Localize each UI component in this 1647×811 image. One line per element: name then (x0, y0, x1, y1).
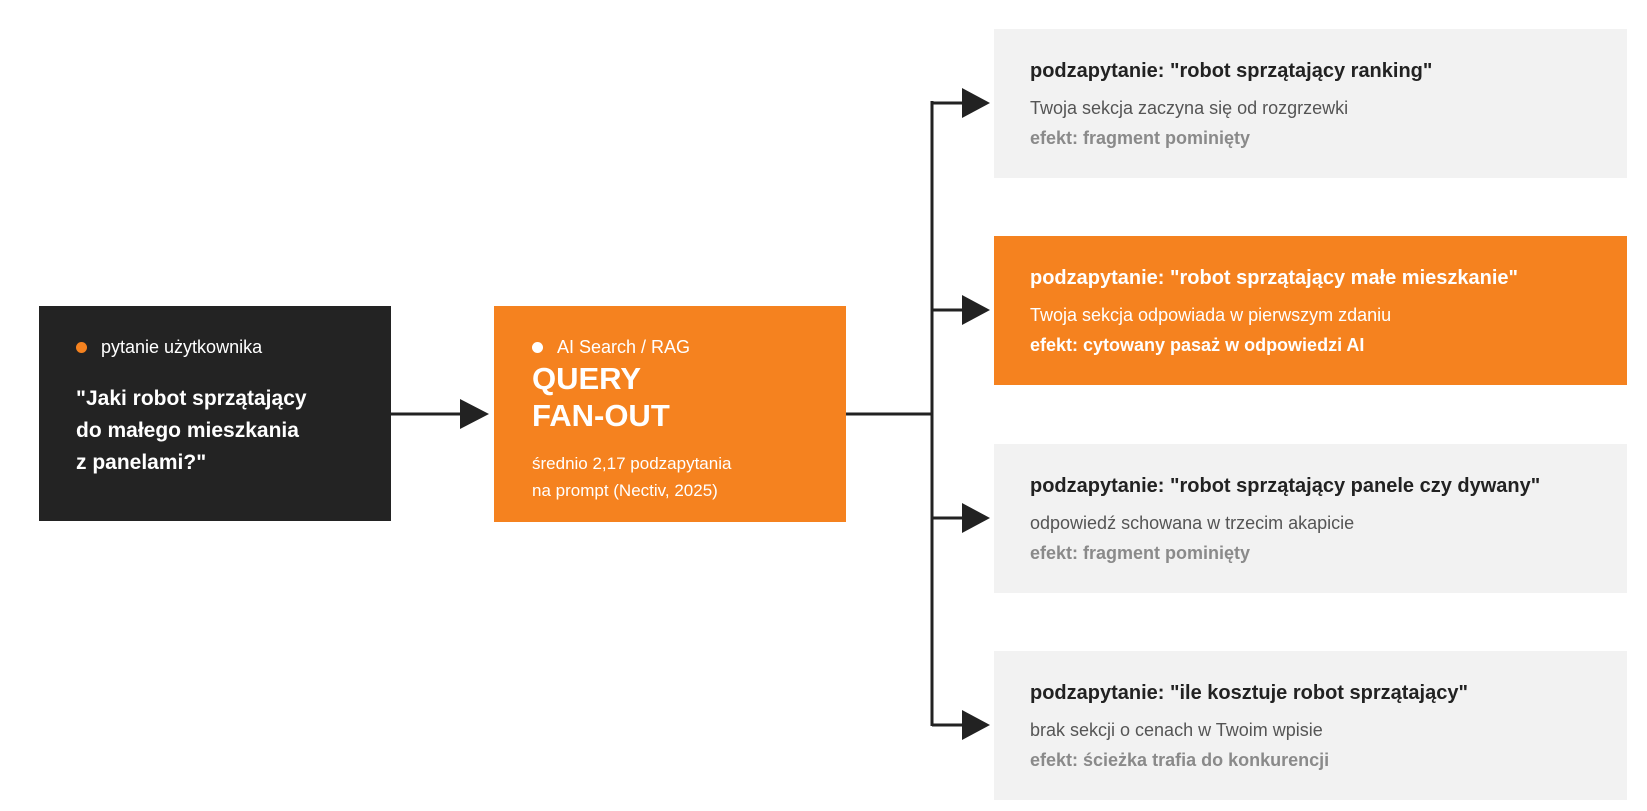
arrowhead-branch-2 (962, 295, 990, 325)
subquery-effect: efekt: fragment pominięty (1030, 543, 1251, 563)
user-question-tag-label: pytanie użytkownika (101, 337, 263, 357)
arrowhead-branch-3 (962, 503, 990, 533)
subquery-card-panels-or-carpets: podzapytanie: "robot sprzątający panele … (994, 444, 1627, 593)
user-question-box: pytanie użytkownika "Jaki robot sprzątaj… (39, 306, 391, 521)
subquery-description: brak sekcji o cenach w Twoim wpisie (1030, 720, 1323, 740)
subquery-description: odpowiedź schowana w trzecim akapicie (1030, 513, 1355, 533)
subquery-effect: efekt: cytowany pasaż w odpowiedzi AI (1030, 335, 1365, 355)
subquery-card-price: podzapytanie: "ile kosztuje robot sprząt… (994, 651, 1627, 800)
user-question-text: "Jaki robot sprzątający do małego mieszk… (76, 387, 307, 474)
subquery-title: podzapytanie: "robot sprzątający ranking… (1030, 60, 1433, 82)
subquery-effect: efekt: fragment pominięty (1030, 128, 1251, 148)
subquery-card-small-apartment: podzapytanie: "robot sprzątający małe mi… (994, 236, 1627, 385)
subquery-title: podzapytanie: "ile kosztuje robot sprząt… (1030, 682, 1468, 704)
subquery-effect: efekt: ścieżka trafia do konkurencji (1030, 750, 1330, 770)
subquery-description: Twoja sekcja odpowiada w pierwszym zdani… (1030, 305, 1392, 325)
arrowhead-branch-1 (962, 88, 990, 118)
subquery-card-ranking: podzapytanie: "robot sprzątający ranking… (994, 29, 1627, 178)
query-fanout-tag-label: AI Search / RAG (557, 337, 691, 357)
user-question-tag: pytanie użytkownika (76, 336, 354, 358)
bullet-dot-icon (532, 341, 543, 353)
arrowhead-to-fanout (460, 399, 489, 429)
query-fanout-tag: AI Search / RAG (532, 336, 808, 358)
arrowhead-branch-4 (962, 710, 990, 740)
query-fanout-title: QUERY FAN-OUT (532, 361, 670, 433)
subquery-description: Twoja sekcja zaczyna się od rozgrzewki (1030, 98, 1349, 118)
subquery-title: podzapytanie: "robot sprzątający panele … (1030, 475, 1541, 497)
subquery-title: podzapytanie: "robot sprzątający małe mi… (1030, 267, 1519, 289)
bullet-dot-icon (76, 341, 87, 353)
query-fanout-note: średnio 2,17 podzapytania na prompt (Nec… (532, 454, 732, 500)
query-fanout-box: AI Search / RAG QUERY FAN-OUT średnio 2,… (494, 306, 846, 522)
